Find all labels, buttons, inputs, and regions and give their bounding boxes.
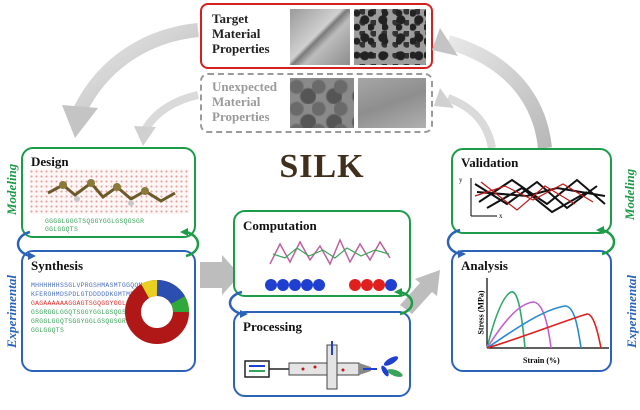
validation-network: [470, 178, 606, 217]
synthesis-seq-4: GSGRGGLGGQTSGGYGGLGSQGSGRG: [31, 309, 139, 316]
design-sequence-line-1: GGGGLGGGTSQGGYGGLGSQGSGR: [45, 218, 145, 225]
validation-panel: Validation y x: [451, 148, 612, 234]
synthesis-plasmid-ring: [125, 280, 189, 344]
silk-title: SILK: [279, 148, 365, 185]
synthesis-seq-1: MHHHHHHSSGLVPRGSHMASMTGGQQMGRGSAAA: [31, 282, 172, 289]
synthesis-seq-2: KFEROHMDSPDLGTDDDDDKGMTMDKAGSG: [31, 291, 156, 298]
left-connector: [16, 228, 200, 260]
target-fiber-image: [290, 9, 350, 65]
experimental-label-left: Experimental: [4, 275, 19, 348]
center-connector: [228, 288, 414, 318]
processing-panel: Processing: [233, 311, 411, 397]
synthesis-seq-3: GAGAAAAAAGGAGTSGQGGYGGLGSQG: [31, 300, 143, 307]
analysis-panel: Analysis Stress (MPa) Strain (%): [451, 250, 612, 372]
experimental-label-right: Experimental: [624, 275, 639, 348]
design-molecule: [47, 179, 176, 206]
synthesis-seq-6: GGLGGQTS: [31, 327, 65, 334]
analysis-stress-strain-plot: [486, 278, 609, 349]
unexpected-smooth-image: [358, 78, 426, 128]
modeling-label-left: Modeling: [4, 163, 19, 215]
computation-title: Computation: [243, 218, 317, 233]
computation-beads: [265, 279, 397, 291]
design-panel: Design GGGGLGGGTSQGGYGGLGSQGSGR GGLGGQTS: [21, 147, 196, 238]
unexpected-film-image: [290, 78, 354, 128]
computation-panel: Computation: [233, 210, 411, 297]
right-connector: [446, 226, 616, 258]
validation-title: Validation: [461, 155, 519, 170]
analysis-x-axis-label: Strain (%): [523, 356, 560, 365]
target-porous-image: [354, 9, 426, 65]
analysis-y-axis-label: Stress (MPa): [476, 290, 486, 335]
analysis-title: Analysis: [461, 258, 508, 273]
synthesis-title: Synthesis: [31, 258, 84, 273]
processing-microfluidic: [244, 341, 403, 390]
modeling-label-right: Modeling: [622, 168, 637, 220]
synthesis-panel: Synthesis MHHHHHHSSGLVPRGSHMASMTGGQQMGRG…: [21, 250, 196, 372]
design-title: Design: [31, 154, 69, 169]
processing-title: Processing: [243, 319, 302, 334]
validation-y-axis-label: y: [459, 176, 463, 184]
synthesis-seq-5: GRGGLGGQTSGGYGGLGSQGSGRGG: [31, 318, 135, 325]
validation-x-axis-label: x: [499, 212, 503, 220]
computation-structure: [269, 238, 391, 266]
design-sequence-line-2: GGLGGQTS: [45, 226, 79, 233]
